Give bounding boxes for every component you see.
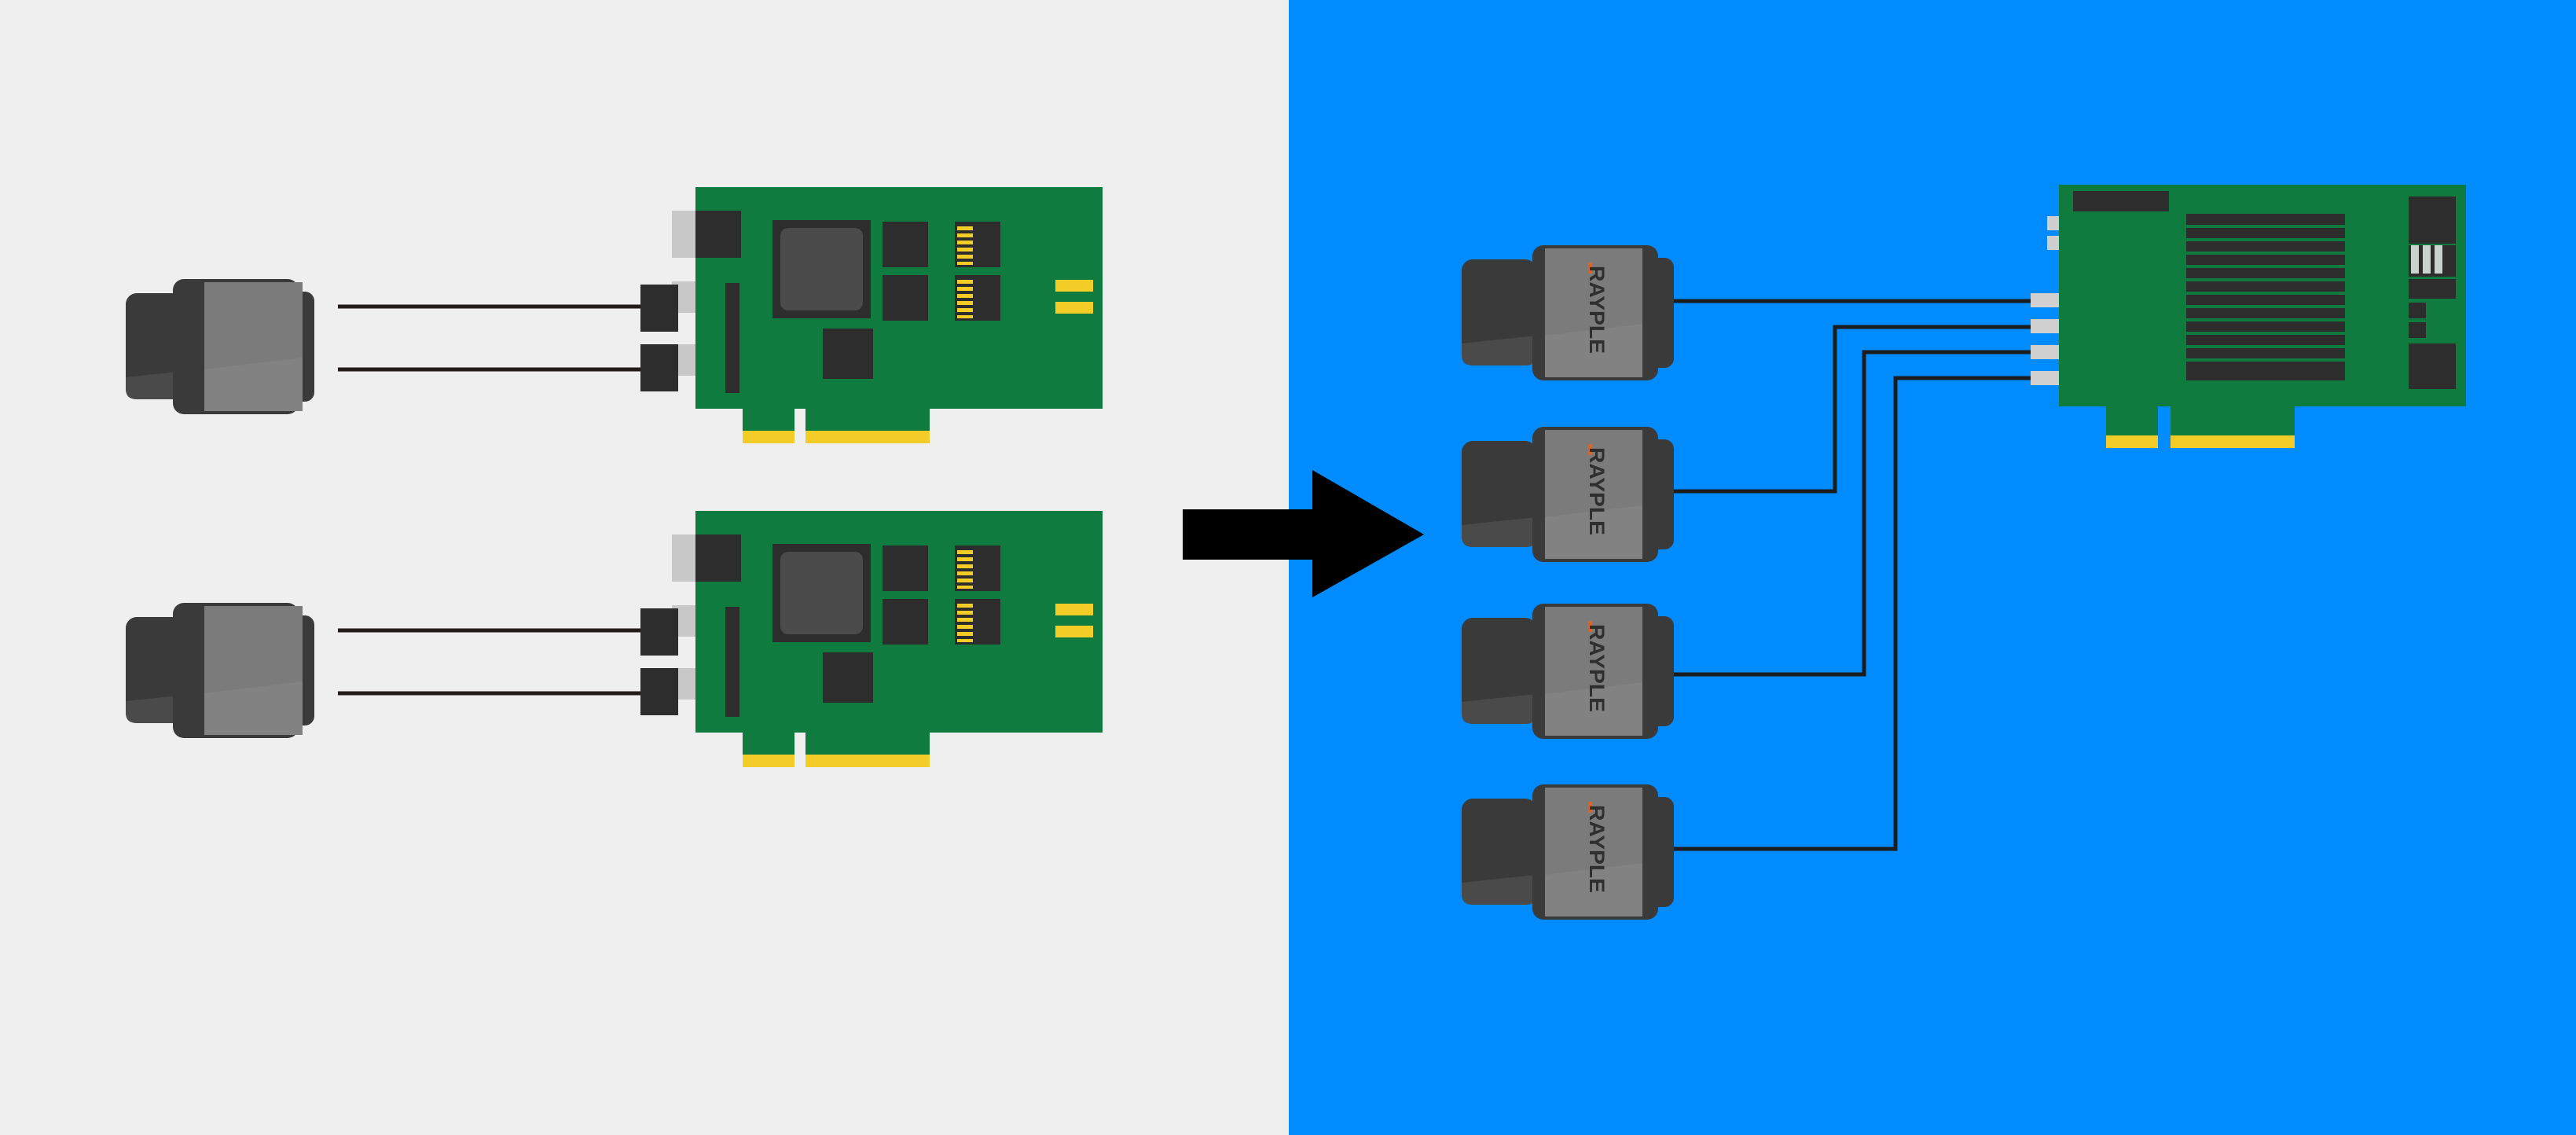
camera-cables — [1666, 299, 2034, 851]
camera-icon — [126, 603, 314, 738]
camera-icon — [126, 279, 314, 414]
arrow-right-icon — [1183, 470, 1424, 597]
after-camera-1: RAYPLE — [1462, 245, 1674, 380]
after-camera-3: RAYPLE — [1462, 604, 1674, 739]
camera-icon — [1462, 784, 1674, 920]
frame-grabber-card-icon — [640, 511, 1103, 767]
camera-brand-label: RAYPLE — [1585, 624, 1609, 712]
camera-brand-label: RAYPLE — [1585, 805, 1609, 893]
after-camera-4: RAYPLE — [1462, 784, 1674, 920]
camera-icon — [1462, 604, 1674, 739]
before-setup-2 — [126, 511, 1103, 767]
after-panel-background — [1289, 0, 2576, 1135]
frame-grabber-card-icon — [2031, 185, 2466, 448]
after-camera-2: RAYPLE — [1462, 427, 1674, 562]
camera-icon — [1462, 427, 1674, 562]
camera-icon — [1462, 245, 1674, 380]
frame-grabber-card-icon — [640, 187, 1103, 443]
camera-brand-label: RAYPLE — [1585, 447, 1609, 535]
camera-brand-label: RAYPLE — [1585, 266, 1609, 354]
before-setup-1 — [126, 187, 1103, 443]
